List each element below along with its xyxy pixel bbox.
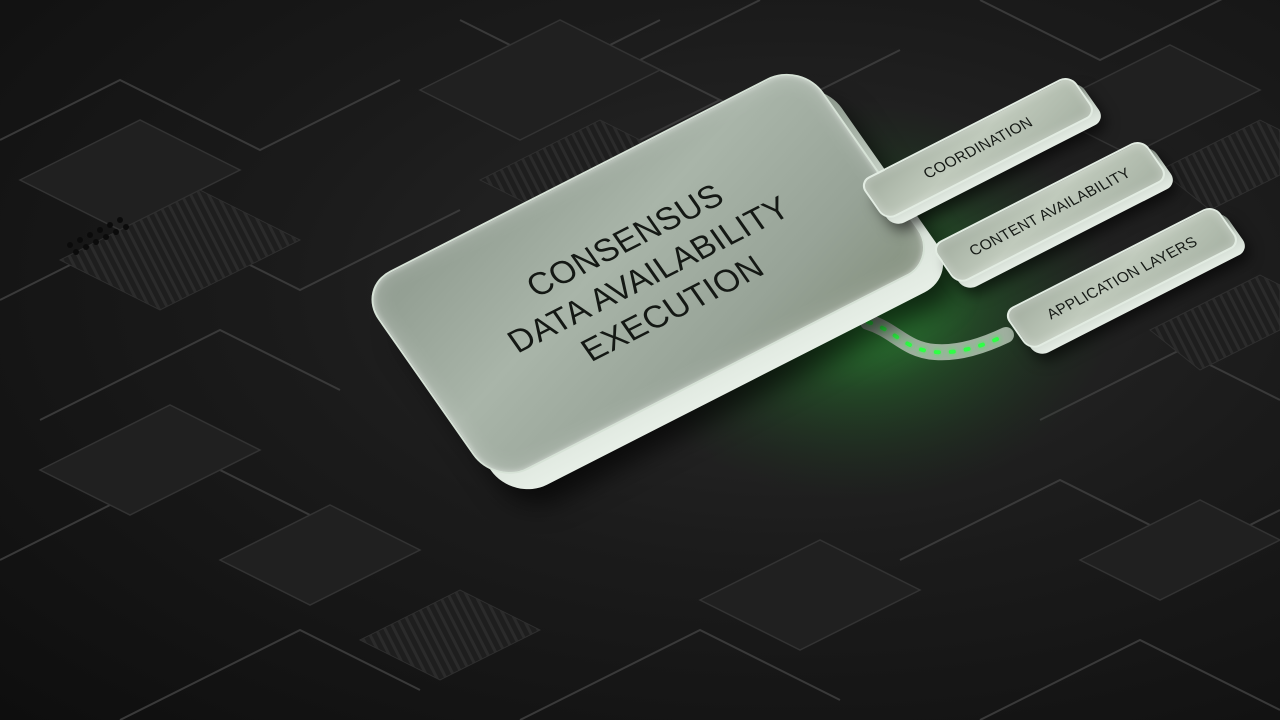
circuit-pins [67,217,129,255]
connector-application [860,314,1014,361]
